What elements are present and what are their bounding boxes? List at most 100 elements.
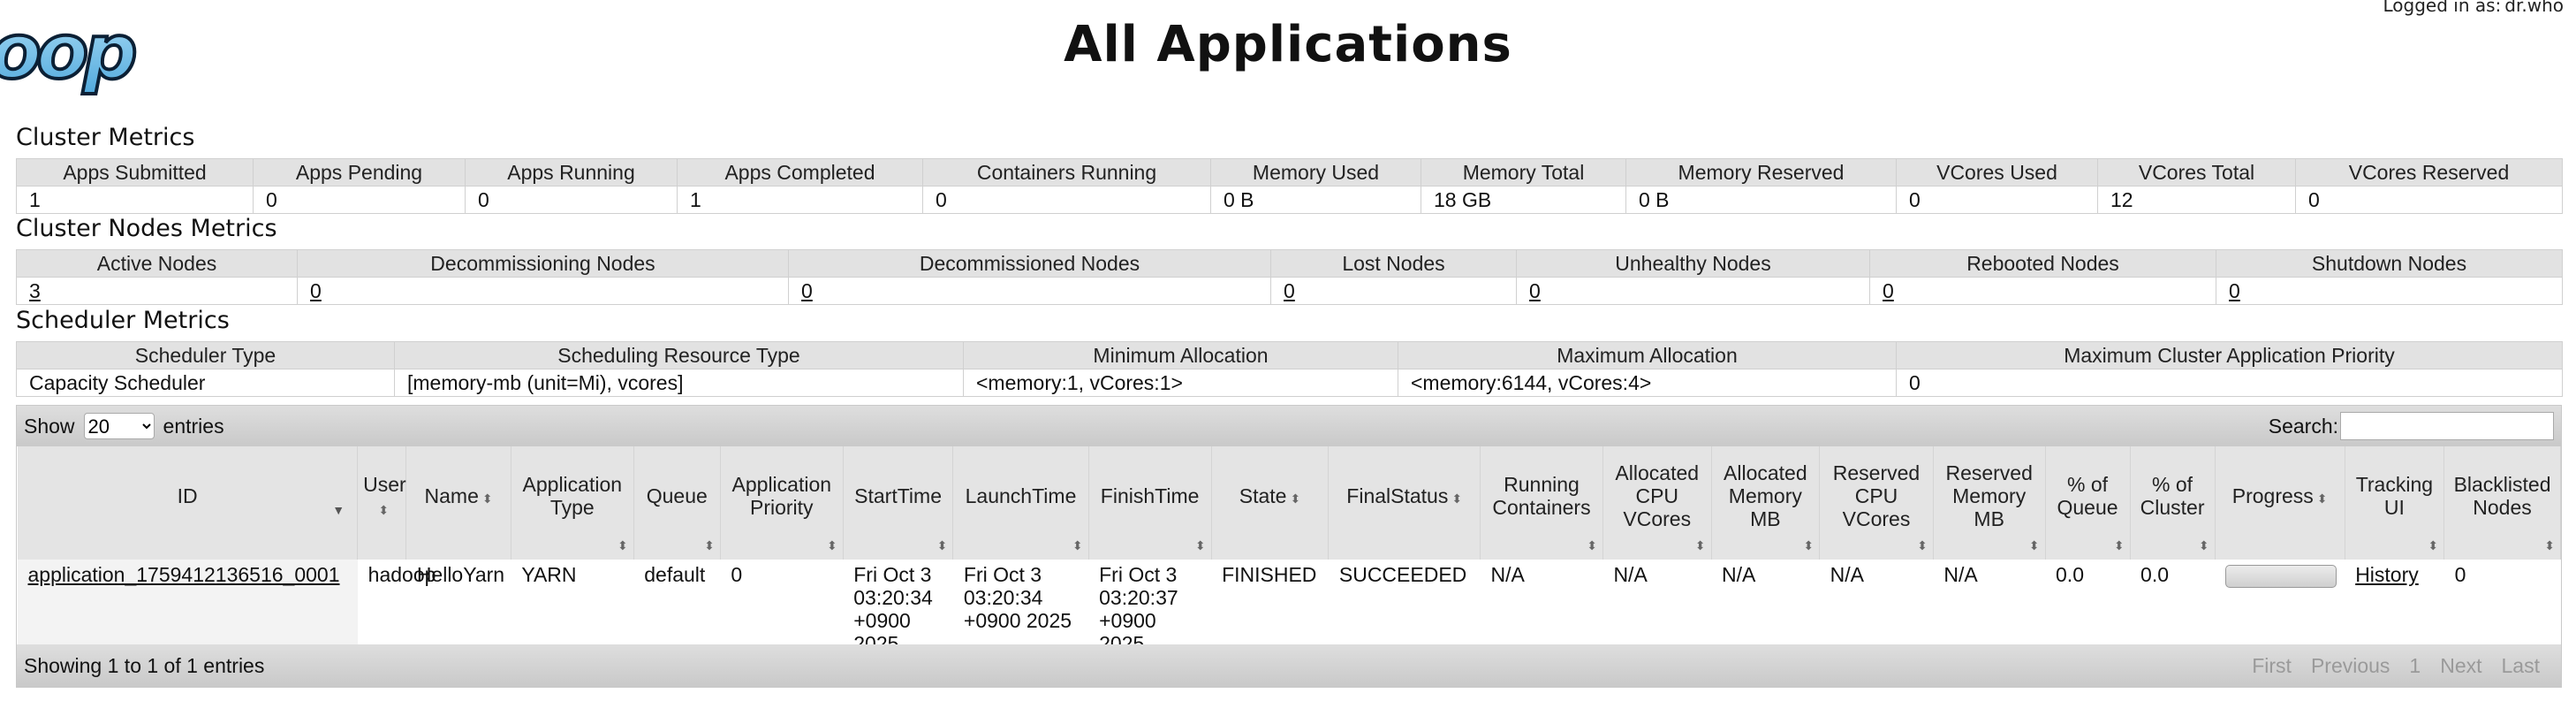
link-rebooted-nodes[interactable]: 0 [1883,278,1894,302]
first-page-button[interactable]: First [2252,653,2292,677]
sort-icon: ⬍ [2316,491,2328,506]
col-application-priority[interactable]: Application Priority ⬍ [719,446,844,560]
col-reserved-cpu-vcores-label: Reserved CPU VCores [1832,461,1921,530]
last-page-button[interactable]: Last [2501,653,2540,677]
col-blacklisted-nodes-label: Blacklisted Nodes [2453,473,2551,519]
tracking-ui-history-link[interactable]: History [2355,563,2419,586]
cell-reserved-vcores: N/A [1819,560,1934,657]
value-apps-pending: 0 [253,186,466,214]
link-unhealthy-nodes[interactable]: 0 [1529,278,1541,302]
link-shutdown-nodes[interactable]: 0 [2229,278,2240,302]
col-queue[interactable]: Queue⬍ [633,446,721,560]
svg-text:oop: oop [0,14,135,95]
search-input[interactable] [2340,412,2554,440]
col-name[interactable]: Name⬍ [405,446,511,560]
cell-reserved-memory: N/A [1933,560,2046,657]
node-metrics-table: Active Nodes Decommissioning Nodes Decom… [16,249,2563,305]
cell-launch-time: Fri Oct 3 03:20:34 +0900 2025 [952,560,1089,657]
link-lost-nodes[interactable]: 0 [1284,278,1295,302]
col-allocated-cpu-vcores-label: Allocated CPU VCores [1615,461,1700,530]
sort-icon: ⬍ [827,538,837,552]
header-max-cluster-app-priority: Maximum Cluster Application Priority [1896,341,2563,369]
cluster-metrics-title: Cluster Metrics [16,124,195,151]
sort-icon: ⬍ [2428,538,2439,552]
page-1-button[interactable]: 1 [2409,653,2421,677]
cell-user: hadoop [357,560,436,657]
value-minimum-allocation: <memory:1, vCores:1> [963,369,1398,397]
col-id[interactable]: ID ▼ [16,446,359,560]
header-apps-running: Apps Running [465,158,678,187]
sort-icon: ⬍ [1694,538,1706,552]
col-launch-time[interactable]: LaunchTime⬍ [952,446,1089,560]
col-blacklisted-nodes[interactable]: Blacklisted Nodes⬍ [2443,446,2561,560]
col-reserved-memory-mb[interactable]: Reserved Memory MB⬍ [1932,446,2046,560]
search-label: Search: [2268,414,2338,438]
col-user-label: User [363,473,406,496]
scheduler-metrics-table: Scheduler Type Scheduling Resource Type … [16,341,2563,397]
header-active-nodes: Active Nodes [16,249,298,278]
link-active-nodes[interactable]: 3 [29,278,41,302]
logged-in-label: Logged in as: [2383,0,2502,16]
sort-icon: ⬍ [1451,491,1463,506]
link-decommissioning-nodes[interactable]: 0 [310,278,322,302]
sort-icon: ⬍ [617,538,628,552]
col-start-time[interactable]: StartTime⬍ [842,446,954,560]
col-running-containers-label: Running Containers [1492,473,1591,519]
value-max-cluster-app-priority: 0 [1896,369,2563,397]
header-rebooted-nodes: Rebooted Nodes [1869,249,2216,278]
cell-progress [2215,560,2345,657]
col-reserved-cpu-vcores[interactable]: Reserved CPU VCores ⬍ [1819,446,1934,560]
application-id-link[interactable]: application_1759412136516_0001 [27,563,340,586]
cell-application-type: YARN [511,560,634,657]
col-name-label: Name [424,484,479,507]
search-box: Search: [2269,412,2554,440]
value-apps-running: 0 [465,186,678,214]
sort-icon: ⬍ [378,503,390,517]
col-state[interactable]: State⬍ [1210,446,1330,560]
col-user[interactable]: User ⬍ [357,446,407,560]
col-tracking-ui[interactable]: Tracking UI⬍ [2344,446,2445,560]
next-page-button[interactable]: Next [2440,653,2482,677]
col-finish-time-label: FinishTime [1100,484,1200,507]
header-maximum-allocation: Maximum Allocation [1398,341,1897,369]
header-scheduling-resource-type: Scheduling Resource Type [394,341,964,369]
logged-in-user: dr.who [2504,0,2564,16]
col-pct-of-queue[interactable]: % of Queue⬍ [2044,446,2131,560]
col-finish-time[interactable]: FinishTime⬍ [1087,446,1212,560]
logged-in-status: Logged in as:dr.who [2380,0,2565,16]
col-pct-of-cluster[interactable]: % of Cluster⬍ [2129,446,2216,560]
page-size-select[interactable]: 20 [83,413,155,439]
col-application-priority-label: Application Priority [731,473,832,519]
value-vcores-used: 0 [1896,186,2098,214]
table-header-row: ID▼ User⬍ Name⬍ Application Type⬍ Queue⬍… [16,446,2561,560]
applications-table: ID▼ User⬍ Name⬍ Application Type⬍ Queue⬍… [16,446,2561,657]
header-scheduler-type: Scheduler Type [16,341,395,369]
link-decommissioned-nodes[interactable]: 0 [801,278,813,302]
sort-icon: ⬍ [1587,538,1597,552]
header-vcores-total: VCores Total [2097,158,2296,187]
header-shutdown-nodes: Shutdown Nodes [2216,249,2563,278]
page-title: All Applications [1064,16,1512,73]
header-vcores-used: VCores Used [1896,158,2098,187]
col-allocated-memory-mb[interactable]: Allocated Memory MB⬍ [1710,446,1821,560]
previous-page-button[interactable]: Previous [2310,653,2390,677]
header-minimum-allocation: Minimum Allocation [963,341,1398,369]
value-scheduling-resource-type: [memory-mb (unit=Mi), vcores] [394,369,964,397]
col-application-type[interactable]: Application Type⬍ [510,446,634,560]
col-final-status[interactable]: FinalStatus⬍ [1328,446,1481,560]
sort-icon: ⬍ [1803,538,1815,552]
cluster-metrics-table: Apps Submitted Apps Pending Apps Running… [16,158,2563,214]
sort-desc-icon: ▼ [332,503,345,517]
col-running-containers[interactable]: Running Containers ⬍ [1480,446,1603,560]
col-progress[interactable]: Progress⬍ [2214,446,2345,560]
cell-pct-of-queue: 0.0 [2045,560,2131,657]
cell-allocated-memory: N/A [1711,560,1820,657]
show-label: Show [24,414,75,438]
col-id-label: ID [177,484,198,507]
col-launch-time-label: LaunchTime [965,484,1077,507]
value-apps-completed: 1 [677,186,923,214]
sort-icon: ⬍ [1917,538,1928,552]
pagination: First Previous 1 Next Last [2252,654,2554,678]
col-allocated-cpu-vcores[interactable]: Allocated CPU VCores ⬍ [1602,446,1712,560]
cell-queue: default [633,560,721,657]
